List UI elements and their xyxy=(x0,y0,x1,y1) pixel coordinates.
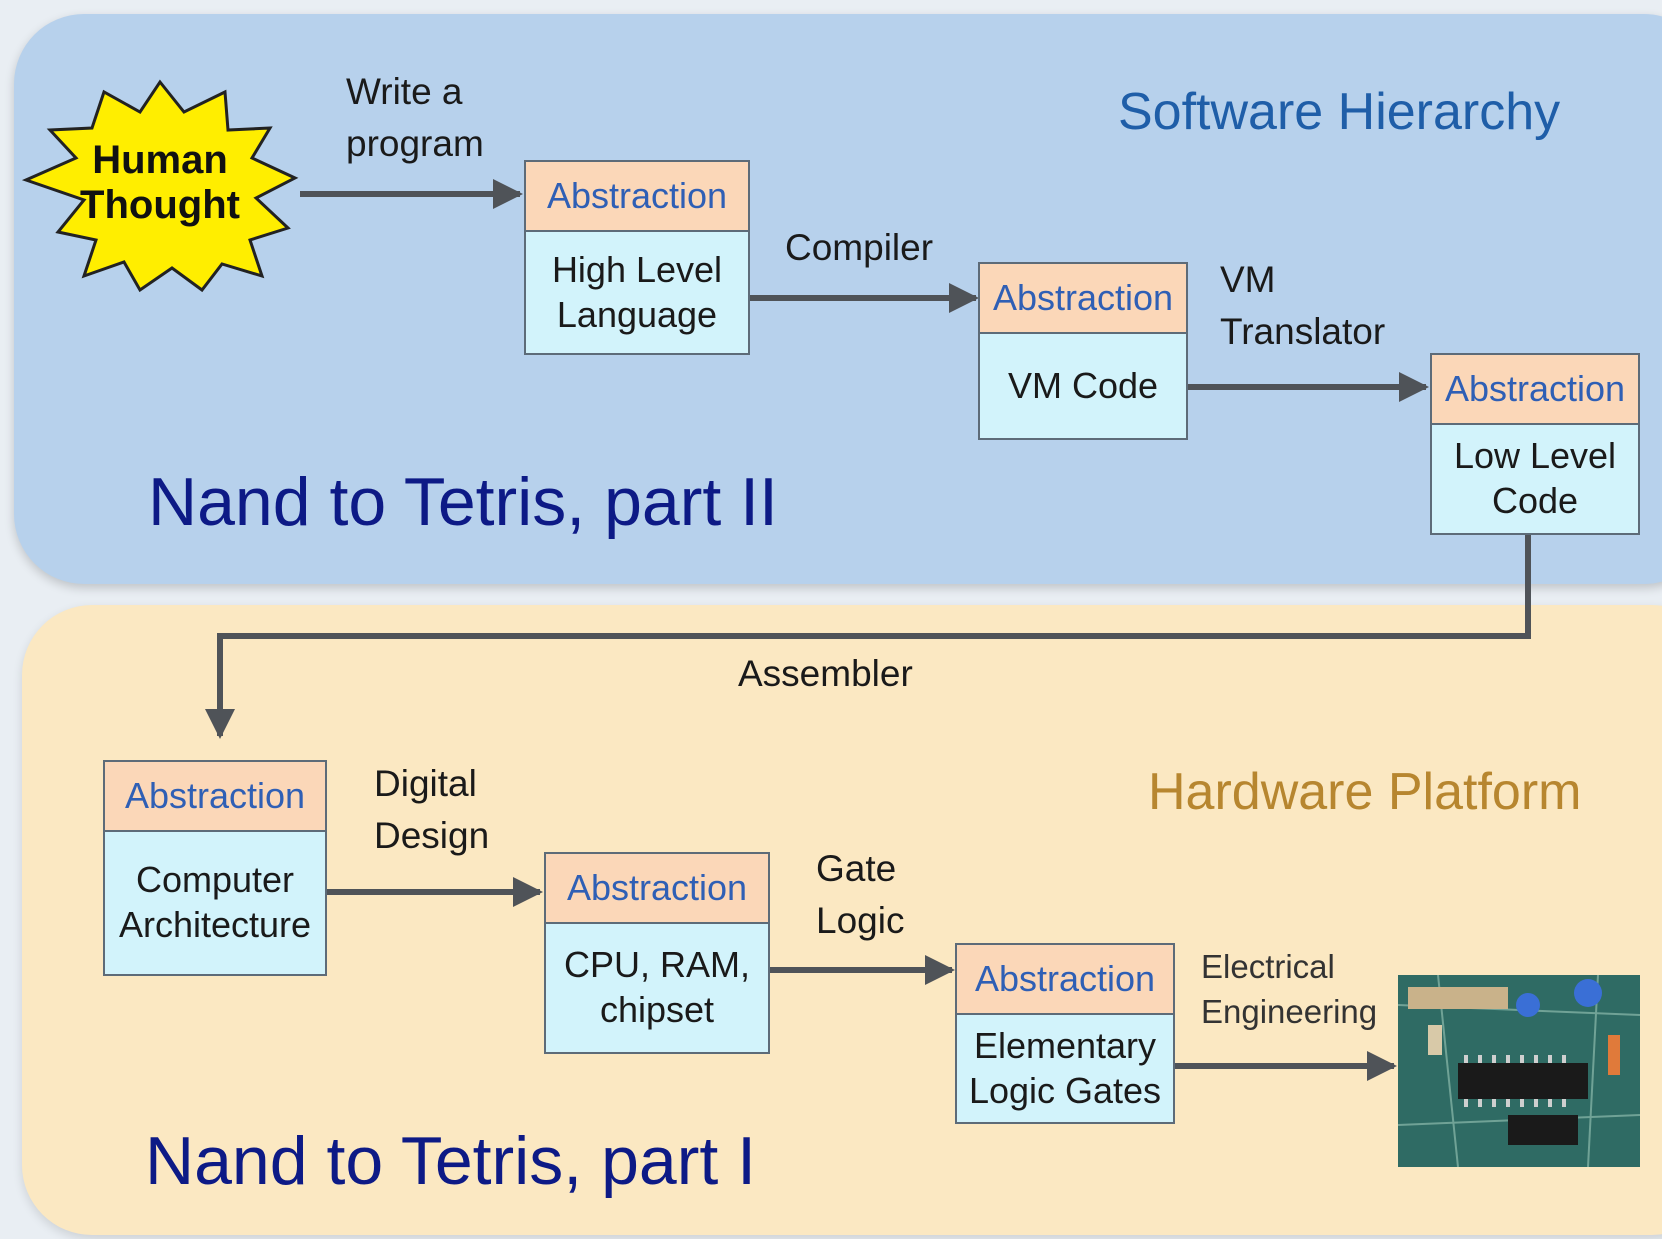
label-compiler: Compiler xyxy=(785,227,934,268)
hardware-platform-title: Hardware Platform xyxy=(1148,763,1582,821)
abstraction-low-level-code: Abstraction Low Level Code xyxy=(1430,353,1640,535)
abstraction-body: High Level Language xyxy=(551,248,723,335)
abstraction-computer-architecture: Abstraction Computer Architecture xyxy=(103,760,327,976)
label-gate-logic: Gate Logic xyxy=(816,848,905,941)
abstraction-body: CPU, RAM, chipset xyxy=(563,944,750,1030)
label-vm-translator: VM Translator xyxy=(1220,259,1386,352)
label-write-program: Write a program xyxy=(346,71,484,164)
abstraction-header: Abstraction xyxy=(105,762,325,832)
abstraction-vm-code: Abstraction VM Code xyxy=(978,262,1188,440)
label-electrical-engineering: Electrical Engineering xyxy=(1201,948,1378,1030)
part-two-title: Nand to Tetris, part II xyxy=(148,464,778,540)
abstraction-body: Low Level Code xyxy=(1453,435,1617,521)
abstraction-body: Computer Architecture xyxy=(118,859,312,945)
label-digital-design: Digital Design xyxy=(374,763,490,856)
abstraction-header: Abstraction xyxy=(1432,355,1638,425)
human-thought-label: Human Thought xyxy=(80,138,240,227)
label-assembler: Assembler xyxy=(738,653,913,694)
abstraction-cpu-ram-chipset: Abstraction CPU, RAM, chipset xyxy=(544,852,770,1054)
abstraction-header: Abstraction xyxy=(546,854,768,924)
abstraction-header: Abstraction xyxy=(957,945,1173,1015)
abstraction-elementary-logic-gates: Abstraction Elementary Logic Gates xyxy=(955,943,1175,1124)
abstraction-body: Elementary Logic Gates xyxy=(968,1024,1162,1111)
part-one-title: Nand to Tetris, part I xyxy=(145,1123,757,1199)
software-hierarchy-title: Software Hierarchy xyxy=(1118,83,1561,141)
circuit-board-image-icon xyxy=(1398,975,1640,1167)
abstraction-body: VM Code xyxy=(1007,364,1159,406)
abstraction-header: Abstraction xyxy=(526,162,748,232)
arrow-assembler xyxy=(205,535,1531,739)
abstraction-header: Abstraction xyxy=(980,264,1186,334)
human-thought-starburst-icon xyxy=(21,79,299,293)
abstraction-high-level-language: Abstraction High Level Language xyxy=(524,160,750,355)
